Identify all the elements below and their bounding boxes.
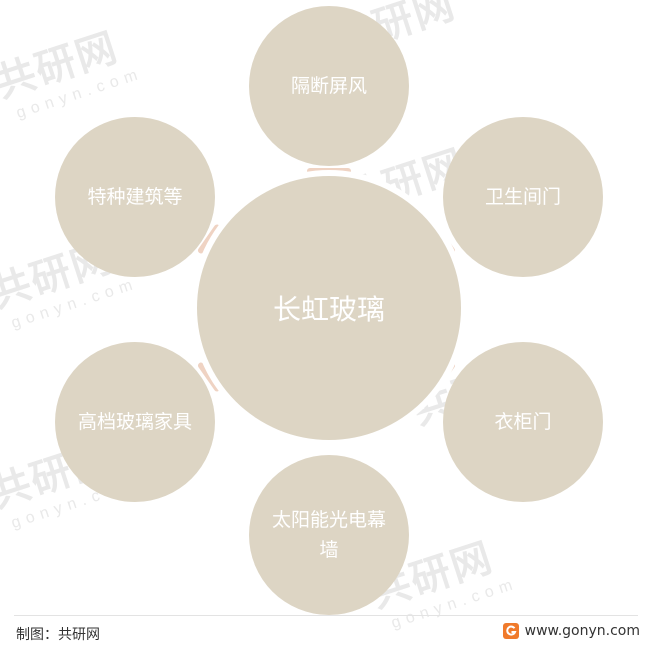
- watermark-domain: gonyn.com: [14, 65, 146, 123]
- watermark-domain: gonyn.com: [389, 575, 521, 633]
- node-glass-furniture: 高档玻璃家具: [55, 342, 215, 502]
- website-link[interactable]: www.gonyn.com: [502, 623, 640, 639]
- footer-divider: [14, 615, 638, 616]
- node-solar-curtain-wall: 太阳能光电幕墙: [249, 455, 409, 615]
- node-label: 隔断屏风: [290, 75, 367, 97]
- watermark: 共研网 gonyn.com: [0, 10, 146, 126]
- center-node: 长虹玻璃: [197, 176, 461, 440]
- center-label: 长虹玻璃: [272, 293, 385, 326]
- credit-text: 制图：共研网: [16, 627, 100, 643]
- gonyn-logo-icon: [502, 623, 519, 639]
- node-bathroom-door: 卫生间门: [443, 117, 603, 277]
- node-label: 高档玻璃家具: [77, 411, 192, 433]
- diagram: 共研网 gonyn.com 共研网 共研网 gonyn.com 共研网 共研网 …: [0, 0, 603, 632]
- node-partition-screen: 隔断屏风: [249, 6, 409, 166]
- node-label: 太阳能光电幕墙: [271, 509, 386, 561]
- watermark-brand: 共研网: [0, 25, 124, 107]
- watermark-domain: gonyn.com: [9, 275, 141, 333]
- node-label: 衣柜门: [494, 411, 552, 433]
- node-special-buildings: 特种建筑等: [55, 117, 215, 277]
- node-label: 卫生间门: [484, 186, 561, 208]
- node-wardrobe-door: 衣柜门: [443, 342, 603, 502]
- connector-top: [307, 168, 351, 174]
- website-text[interactable]: www.gonyn.com: [524, 623, 640, 639]
- connector-bottom: [307, 438, 351, 444]
- node-label: 特种建筑等: [87, 186, 183, 208]
